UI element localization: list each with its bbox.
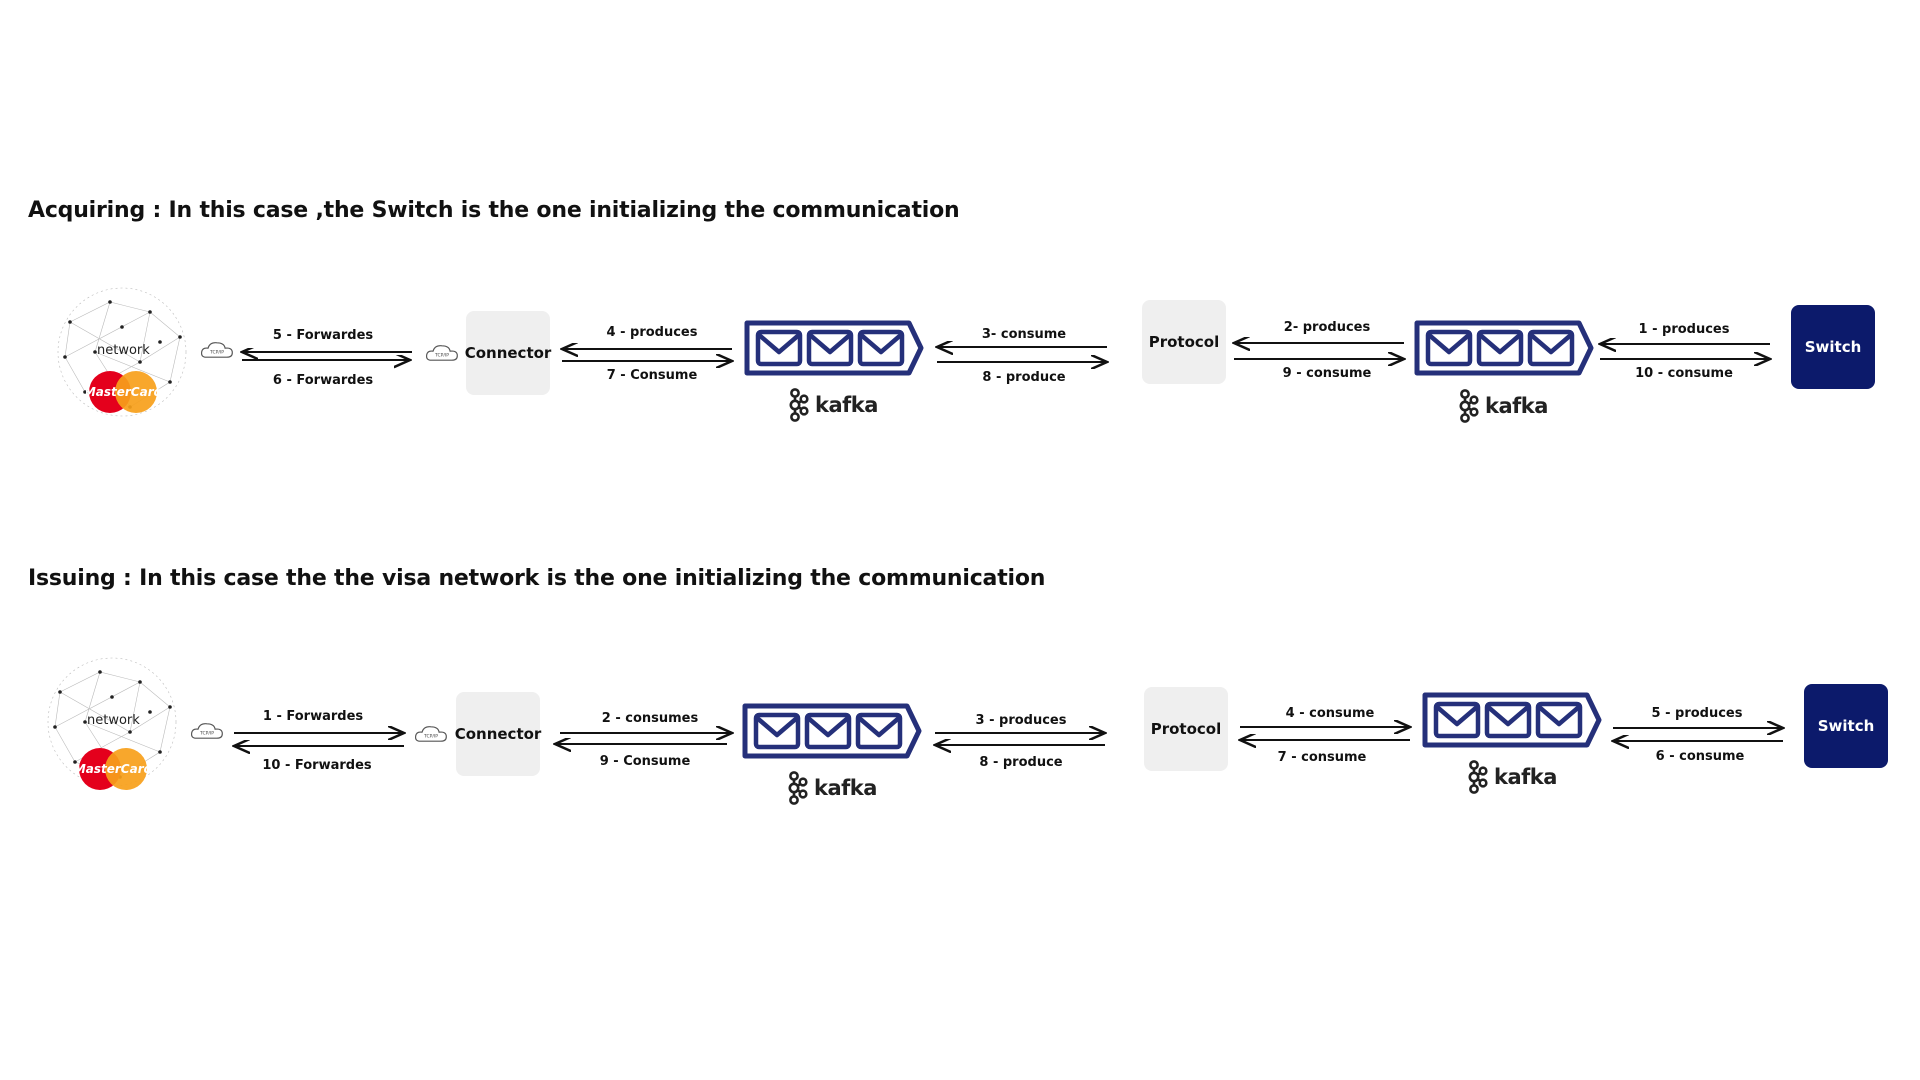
network-globe-icon (47, 657, 177, 787)
arrow-to-connector (560, 343, 732, 357)
issuing-title: Issuing : In this case the the visa netw… (28, 566, 1046, 591)
kafka-logo-icon (787, 388, 809, 422)
arrow-label: 2- produces (1283, 320, 1371, 335)
mastercard-text: MasterCard (76, 762, 150, 776)
arrow-label: 7 - Consume (606, 368, 698, 383)
arrow-to-kafka (933, 739, 1105, 753)
connector-box[interactable]: Connector (465, 311, 551, 395)
kafka-label: kafka (815, 393, 878, 417)
tcp-cloud-icon (189, 720, 225, 742)
kafka-queue-icon (741, 703, 923, 759)
kafka-logo-icon (786, 771, 808, 805)
kafka-logo-icon (1457, 389, 1479, 423)
arrow-label: 8 - produce (982, 370, 1066, 385)
kafka-logo: kafka (1457, 389, 1548, 423)
arrow-to-protocol (937, 355, 1110, 369)
arrow-label: 3- consume (981, 327, 1067, 342)
connector-box[interactable]: Connector (455, 692, 541, 776)
kafka-queue-icon (1421, 692, 1603, 748)
arrow-to-network (240, 348, 412, 364)
arrow-to-kafka (1611, 735, 1783, 749)
kafka-queue-icon (1413, 320, 1595, 376)
arrow-to-switch (1600, 352, 1773, 366)
arrow-label: 2 - consumes (601, 711, 699, 726)
arrow-label: 6 - consume (1655, 749, 1745, 764)
arrow-to-kafka (560, 726, 736, 740)
network-label: network (97, 343, 150, 358)
acquiring-title: Acquiring : In this case ,the Switch is … (28, 198, 960, 223)
tcp-cloud-icon (413, 723, 449, 745)
arrow-label: 9 - consume (1282, 366, 1372, 381)
arrow-to-connector (234, 726, 407, 740)
tcp-cloud-icon (424, 342, 460, 364)
arrow-to-network (232, 740, 404, 754)
kafka-logo: kafka (1466, 760, 1557, 794)
kafka-label: kafka (814, 776, 877, 800)
kafka-label: kafka (1485, 394, 1548, 418)
arrow-to-kafka (1234, 352, 1407, 366)
mastercard-logo-icon: MasterCard (86, 371, 160, 413)
kafka-logo: kafka (787, 388, 878, 422)
mastercard-text: MasterCard (86, 385, 160, 399)
switch-box[interactable]: Switch (1804, 684, 1888, 768)
arrow-label: 4 - produces (606, 325, 698, 340)
arrow-to-protocol (935, 726, 1108, 740)
arrow-label: 5 - Forwardes (272, 328, 374, 343)
arrow-label: 1 - Forwardes (262, 709, 364, 724)
arrow-label: 9 - Consume (599, 754, 691, 769)
protocol-box[interactable]: Protocol (1142, 300, 1226, 384)
protocol-box[interactable]: Protocol (1144, 687, 1228, 771)
kafka-logo-icon (1466, 760, 1488, 794)
switch-box[interactable]: Switch (1791, 305, 1875, 389)
arrow-label: 4 - consume (1285, 706, 1375, 721)
tcp-cloud-icon (199, 339, 235, 361)
network-label: network (87, 713, 140, 728)
arrow-label: 3 - produces (975, 713, 1067, 728)
kafka-label: kafka (1494, 765, 1557, 789)
arrow-to-kafka (1240, 720, 1413, 734)
arrow-to-connector (553, 738, 727, 752)
kafka-queue-icon (743, 320, 925, 376)
arrow-to-protocol (1232, 337, 1404, 351)
arrow-to-kafka (1598, 338, 1770, 352)
arrow-label: 10 - consume (1635, 366, 1733, 381)
arrow-label: 6 - Forwardes (272, 373, 374, 388)
arrow-to-switch (1613, 721, 1786, 735)
arrow-to-kafka (562, 354, 735, 368)
kafka-logo: kafka (786, 771, 877, 805)
mastercard-logo-icon: MasterCard (76, 748, 150, 790)
arrow-label: 7 - consume (1277, 750, 1367, 765)
arrow-label: 1 - produces (1638, 322, 1730, 337)
arrow-label: 5 - produces (1651, 706, 1743, 721)
arrow-label: 8 - produce (979, 755, 1063, 770)
arrow-to-kafka (935, 341, 1107, 355)
arrow-to-connector (242, 355, 415, 371)
arrow-label: 10 - Forwardes (262, 758, 372, 773)
arrow-to-protocol (1238, 734, 1410, 748)
